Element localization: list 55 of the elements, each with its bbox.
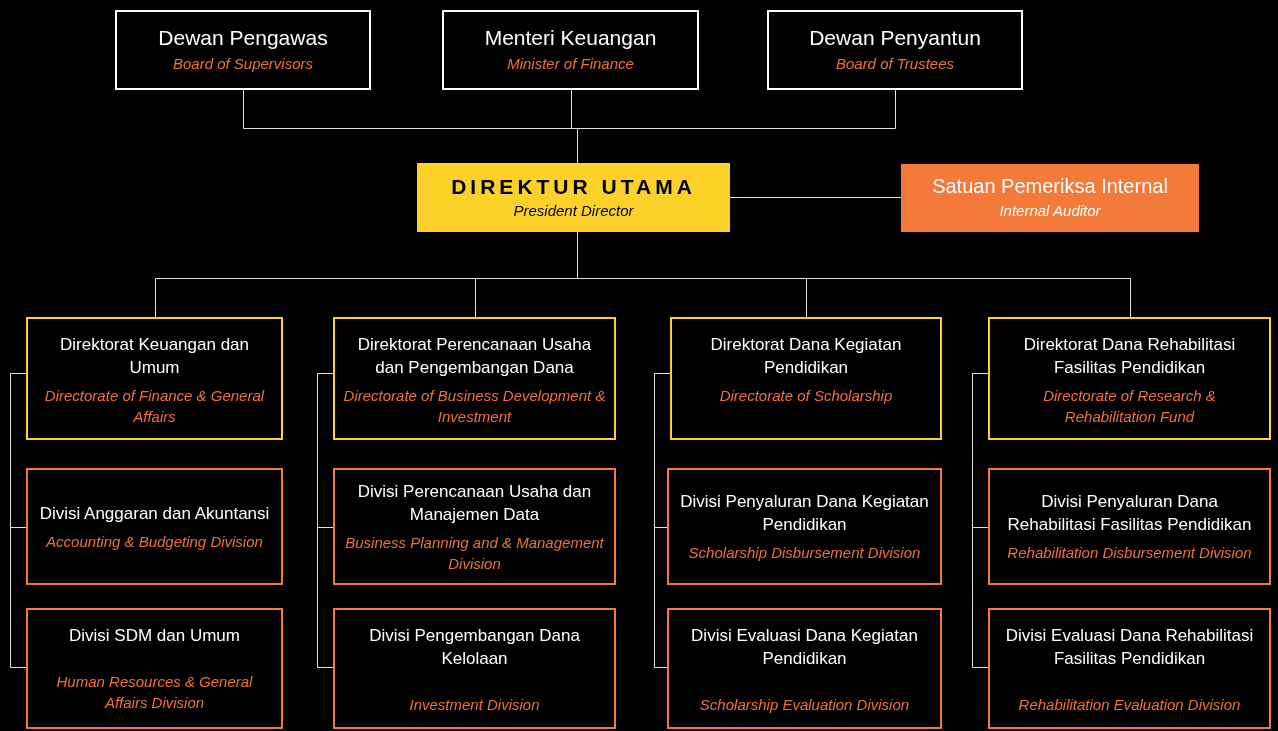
english-name: Directorate of Research & Rehabilitation Fund [1042, 386, 1217, 427]
english-name: Internal Auditor [999, 201, 1101, 221]
unit-name: Divisi SDM dan Umum [69, 625, 240, 647]
unit-name: Divisi Perencanaan Usaha dan Manajemen Data [356, 480, 593, 526]
english-name: Directorate of Finance & General Affairs [43, 386, 266, 427]
unit-name: Direktorat Dana Rehabilitasi Fasilitas Pendidikan [1022, 334, 1237, 379]
division-box [26, 608, 283, 729]
english-name: Business Planning and & Management Division [344, 532, 605, 574]
connector-line [317, 373, 334, 668]
division-box [988, 608, 1271, 729]
division-box [26, 468, 283, 585]
english-name: Board of Supervisors [172, 54, 314, 74]
english-name: Directorate of Business Development & Investment [343, 386, 606, 427]
governance-box [115, 10, 371, 90]
unit-name: Dewan Penyantun [809, 26, 981, 49]
unit-name: Direktorat Perencanaan Usaha dan Pengembangan Dana [356, 334, 593, 379]
english-name: Board of Trustees [835, 54, 955, 74]
directorate-box [26, 317, 283, 440]
unit-name: Direktorat Keuangan dan Umum [59, 334, 250, 379]
english-name: Rehabilitation Disbursement Division [1007, 543, 1252, 563]
division-box [667, 468, 942, 585]
connector-line [10, 373, 27, 668]
unit-name: Dewan Pengawas [158, 26, 328, 49]
division-box [333, 608, 616, 729]
unit-name: Satuan Pemeriksa Internal [932, 175, 1168, 198]
english-name: Minister of Finance [507, 54, 634, 74]
division-box [988, 468, 1271, 585]
english-name: Rehabilitation Evaluation Division [1018, 695, 1241, 715]
english-name: President Director [513, 200, 634, 221]
president-director-box [417, 163, 730, 232]
english-name: Accounting & Budgeting Division [46, 531, 263, 552]
unit-name: Divisi Evaluasi Dana Kegiatan Pendidikan [690, 625, 919, 670]
unit-name: Direktorat Dana Kegiatan Pendidikan [709, 334, 903, 379]
english-name: Directorate of Scholarship [719, 386, 893, 406]
unit-name: DIREKTUR UTAMA [451, 174, 696, 198]
division-box [667, 608, 942, 729]
unit-name: Divisi Anggaran dan Akuntansi [39, 502, 270, 525]
unit-name: Divisi Penyaluran Dana Rehabilitasi Fasilitas Pendidikan [1006, 491, 1253, 536]
connector-line [972, 373, 989, 668]
directorate-box [670, 317, 942, 440]
directorate-box [988, 317, 1271, 440]
division-box [333, 468, 616, 585]
english-name: Investment Division [409, 695, 540, 715]
english-name: Scholarship Evaluation Division [699, 695, 910, 715]
unit-name: Divisi Evaluasi Dana Rehabilitasi Fasilitas Pendidikan [1004, 625, 1255, 670]
unit-name: Divisi Pengembangan Dana Kelolaan [368, 625, 581, 670]
unit-name: Menteri Keuangan [484, 26, 657, 49]
governance-box [442, 10, 699, 90]
internal-auditor-box [901, 164, 1199, 232]
governance-box [767, 10, 1023, 90]
directorate-box [333, 317, 616, 440]
english-name: Scholarship Disbursement Division [688, 543, 921, 563]
unit-name: Divisi Penyaluran Dana Kegiatan Pendidikan [679, 491, 930, 536]
english-name: Human Resources & General Affairs Division [55, 672, 254, 713]
connector-line [729, 197, 902, 198]
